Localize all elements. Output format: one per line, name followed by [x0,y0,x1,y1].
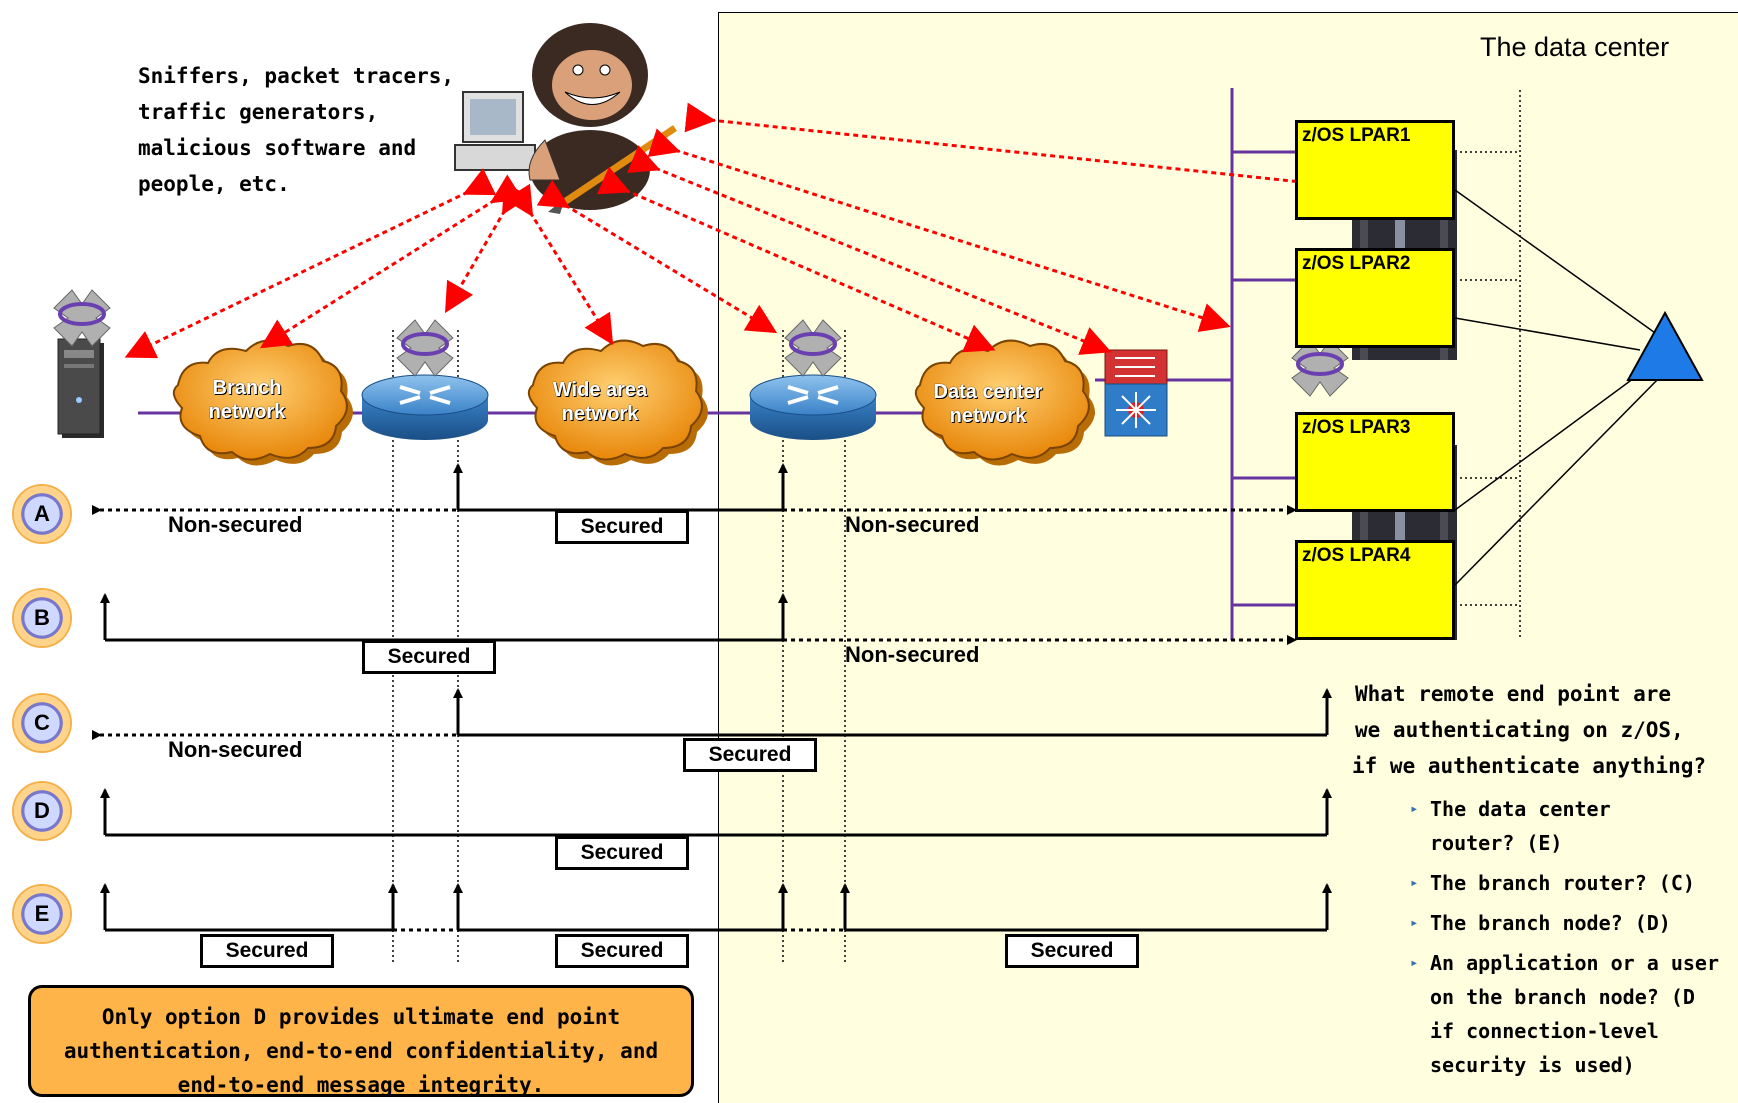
option-d-badge: D [14,783,70,839]
attacker-label: Sniffers, packet tracers, traffic genera… [138,64,455,196]
branch-router-icon [361,374,489,440]
option-d-lines [100,788,1332,837]
branch-network-cloud [172,339,353,466]
option-e-badge: E [14,886,70,942]
conclusion-box: Only option D provides ultimate end poin… [28,985,694,1097]
lpar-4-box: z/OS LPAR4 [1295,540,1455,640]
option-a-secured: Secured [555,510,689,544]
option-a-nonsecured-right: Non-secured [845,512,980,537]
option-a-lines [92,463,1297,515]
firewall-switch-icon [1104,349,1168,437]
option-a-nonsecured-left: Non-secured [168,512,303,537]
option-b-badge: B [14,590,70,646]
option-c-nonsecured: Non-secured [168,737,303,762]
option-b-secured: Secured [362,640,496,674]
authentication-question: What remote end point are we authenticat… [1352,682,1707,778]
lpar-1-box: z/OS LPAR1 [1295,120,1455,220]
datacenter-network-cloud [914,339,1095,466]
attacker-figure-icon [454,23,677,214]
option-c-lines [92,688,1332,740]
lpar-3-box: z/OS LPAR3 [1295,412,1455,512]
bullet-branch-router: The branch router? (C) [1410,866,1719,900]
conclusion-line-3: end-to-end message integrity. [177,1073,545,1097]
option-e-secured-3: Secured [1005,934,1139,968]
option-d-secured: Secured [555,836,689,870]
conclusion-line-2: authentication, end-to-end confidentiali… [63,1039,659,1063]
option-e-secured-1: Secured [200,934,334,968]
option-e-lines [100,883,1332,932]
attack-arrows [124,102,1336,359]
option-a-badge: A [14,486,70,542]
option-e-secured-2: Secured [555,934,689,968]
security-icon-node [53,289,111,347]
security-icon-branch-router [396,319,454,377]
option-c-badge: C [14,695,70,751]
data-center-label: The data center [1480,32,1670,62]
security-icon-zos [1291,339,1349,397]
option-b-lines [100,593,1297,645]
bullet-branch-node: The branch node? (D) [1410,906,1719,940]
branch-node-icon [57,338,104,438]
lpar-2-box: z/OS LPAR2 [1295,248,1455,348]
conclusion-line-1: Only option D provides ultimate end poin… [101,1005,621,1029]
lpar-triangle-links [1454,189,1666,586]
option-c-secured: Secured [683,738,817,772]
datacenter-router-icon [749,374,877,440]
shared-resource-triangle [1626,310,1704,381]
option-b-nonsecured: Non-secured [845,642,980,667]
security-icon-dc-router [784,319,842,377]
